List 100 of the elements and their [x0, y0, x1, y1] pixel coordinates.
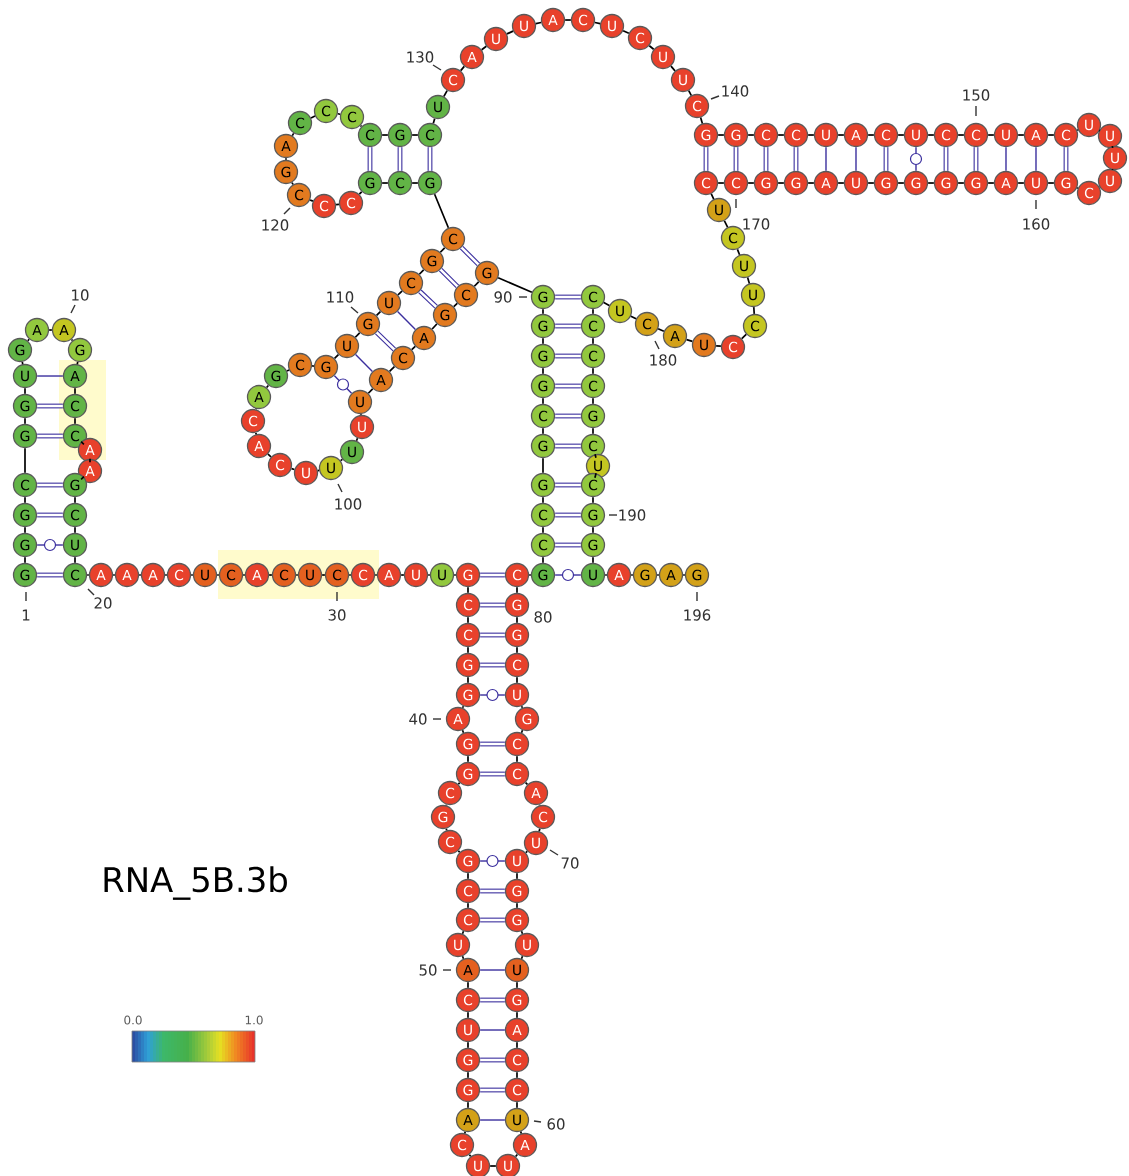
backbone-line: [48, 329, 53, 331]
base-pair-line: [480, 741, 505, 747]
backbone-line: [746, 276, 751, 285]
backbone-line: [310, 115, 316, 119]
backbone-line: [497, 276, 533, 294]
backbone-line: [489, 1165, 497, 1167]
backbone-line: [740, 333, 748, 340]
backbone-line: [480, 45, 488, 51]
backbone-line: [837, 134, 845, 136]
base-pair-line: [973, 147, 979, 171]
backbone-line: [333, 353, 340, 360]
backbone-line: [519, 1130, 523, 1135]
backbone-line: [630, 574, 634, 576]
backbone-line: [467, 1011, 469, 1019]
backbone-line: [604, 574, 608, 576]
backbone-line: [520, 930, 524, 935]
backbone-line: [375, 310, 382, 317]
backbone-line: [1076, 129, 1079, 131]
backbone-line: [388, 365, 396, 373]
base-pair-line: [480, 602, 505, 608]
backbone-line: [602, 301, 611, 307]
base-pair-line: [480, 572, 505, 578]
backbone-line: [86, 574, 90, 576]
backbone-line: [592, 427, 594, 435]
backbone-line: [528, 574, 532, 576]
base-pair-line: [943, 147, 949, 171]
base-pair-line: [480, 1057, 505, 1063]
base-pair-line: [480, 662, 505, 668]
position-number: 120: [262, 207, 291, 231]
backbone-line: [516, 1071, 518, 1079]
backbone-line: [335, 203, 340, 206]
base-pair-line: [909, 146, 923, 172]
base-pair-line: [855, 146, 857, 172]
backbone-line: [427, 574, 431, 576]
backbone-line: [1076, 187, 1079, 189]
backbone-line: [542, 397, 544, 405]
base-pair-line: [1005, 146, 1007, 172]
backbone-line: [927, 182, 935, 184]
position-number: 50: [419, 964, 452, 976]
base-pair-line: [333, 375, 353, 394]
backbone-line: [506, 30, 514, 35]
position-number: 80: [534, 611, 552, 623]
backbone-line: [987, 182, 995, 184]
backbone-line: [317, 469, 320, 472]
backbone-line: [542, 496, 544, 504]
base-pair-line: [36, 538, 64, 552]
base-pair-line: [555, 323, 581, 329]
backbone-line: [710, 193, 715, 200]
base-pair-line: [555, 353, 581, 359]
backbone-line: [524, 850, 529, 854]
backbone-line: [524, 781, 529, 786]
base-pair-line: [367, 147, 373, 171]
backbone-line: [89, 458, 91, 463]
backbone-line: [516, 676, 518, 684]
backbone-line: [516, 755, 518, 763]
backbone-line: [777, 134, 785, 136]
backbone-line: [268, 574, 273, 576]
backbone-line: [592, 337, 594, 345]
base-pair-line: [37, 512, 63, 518]
backbone-line: [592, 308, 594, 315]
backbone-line: [463, 1130, 466, 1135]
position-number: 40: [409, 713, 442, 725]
backbone-line: [242, 574, 246, 576]
backbone-line: [291, 181, 294, 186]
backbone-line: [411, 134, 419, 136]
backbone-line: [1111, 168, 1114, 171]
backbone-line: [516, 872, 518, 880]
backbone-line: [433, 193, 450, 229]
base-pair-line: [480, 888, 505, 894]
base-pair-line: [397, 147, 403, 171]
backbone-line: [685, 338, 694, 343]
backbone-line: [74, 496, 76, 504]
backbone-line: [439, 246, 446, 254]
position-number: 160: [1023, 199, 1050, 230]
backbone-line: [411, 182, 419, 184]
base-pair-line: [479, 1119, 506, 1121]
backbone-line: [164, 574, 168, 576]
base-pair-line: [555, 542, 581, 548]
backbone-line: [285, 157, 287, 161]
base-pair-line: [480, 917, 505, 923]
backbone-line: [957, 182, 965, 184]
backbone-line: [459, 65, 466, 72]
backbone-line: [957, 134, 965, 136]
backbone-line: [445, 827, 448, 832]
backbone-line: [354, 331, 361, 339]
backbone-line: [21, 361, 24, 365]
position-number: 130: [407, 51, 442, 71]
base-pair-line: [354, 353, 374, 373]
backbone-line: [443, 89, 448, 98]
backbone-line: [592, 526, 594, 534]
base-pair-line: [825, 146, 827, 172]
backbone-line: [24, 417, 26, 425]
backbone-line: [255, 431, 257, 436]
base-pair-line: [555, 512, 581, 518]
backbone-line: [807, 182, 815, 184]
backbone-line: [777, 182, 785, 184]
backbone-line: [535, 21, 542, 25]
base-pair-line: [555, 443, 581, 449]
backbone-line: [337, 112, 341, 116]
backbone-line: [295, 574, 299, 576]
